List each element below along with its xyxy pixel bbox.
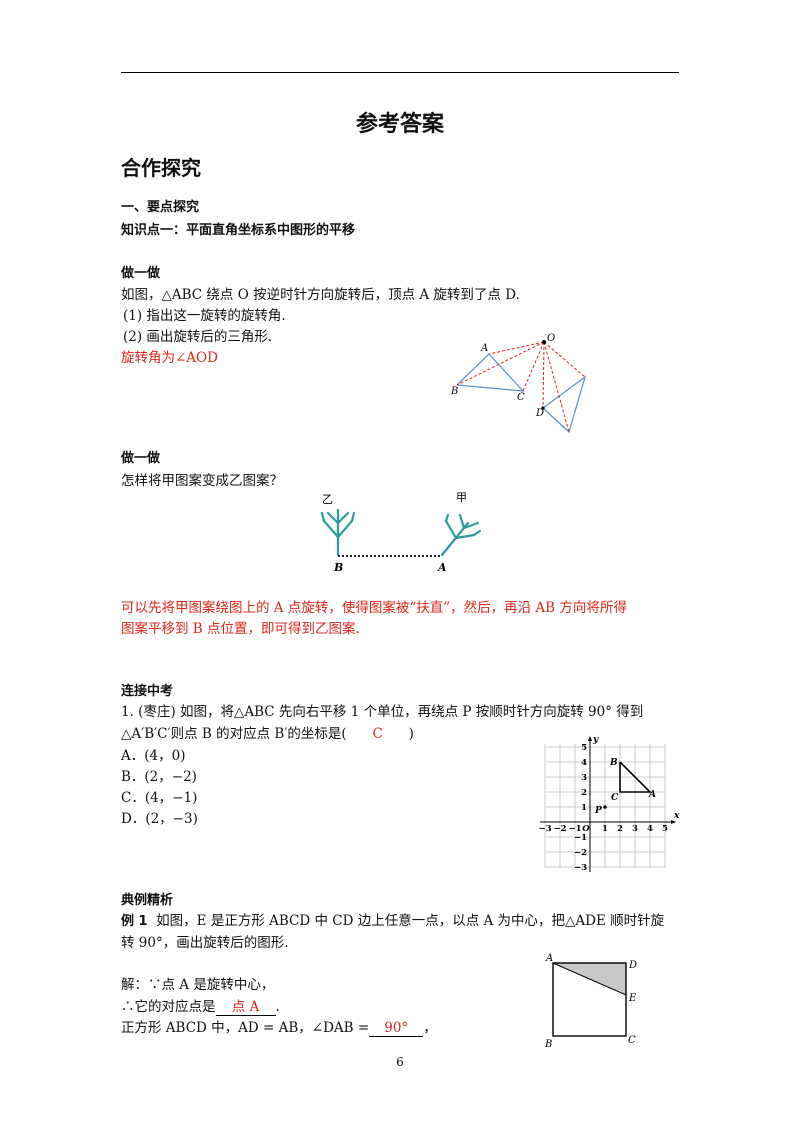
rotation-figure: O A B C D [450, 333, 587, 434]
option-b: B．(2，−2) [121, 769, 197, 785]
point-c-label: C [611, 793, 619, 803]
square-abcd [552, 962, 627, 1037]
dashed-rays [456, 341, 586, 433]
page-title: 参考答案 [355, 112, 444, 137]
lianjie-heading: 连接中考 [121, 684, 174, 699]
zuoyizuo-q2: (2) 画出旋转后的三角形. [123, 329, 273, 345]
solution-line2-pre: ∴它的对应点是 [121, 999, 216, 1015]
y-tick: −2 [574, 848, 587, 858]
tree-yi [320, 508, 356, 557]
x-tick: 3 [632, 824, 638, 834]
solution-line2: ∴它的对应点是点 A. [121, 995, 280, 1016]
zuoyizuo2-answer-line2: 图案平移到 B 点位置，即可得到乙图案. [121, 621, 360, 637]
solution-line3: 正方形 ABCD 中，AD = AB，∠DAB =90°， [121, 1016, 437, 1037]
y-tick: −3 [574, 863, 587, 873]
x-tick: −2 [553, 824, 566, 834]
point-p [603, 805, 607, 809]
x-tick: 5 [662, 824, 668, 834]
zuoyizuo-heading-1: 做一做 [121, 266, 161, 281]
x-tick: 2 [617, 824, 623, 834]
label-o: O [547, 333, 555, 344]
lianjie-question-line1: 1. (枣庄) 如图，将△ABC 先向右平移 1 个单位，再绕点 P 按顺时针方… [121, 704, 644, 720]
option-a: A．(4，0) [121, 748, 186, 764]
square-figure: A D E B C [544, 953, 637, 1050]
label-jia: 甲 [456, 491, 467, 504]
example-line1-text: 如图，E 是正方形 ABCD 中 CD 边上任意一点，以点 A 为中心，把△AD… [156, 913, 665, 929]
lianjie-question-line2-pre: △A′B′C′则点 B 的对应点 B′的坐标是( [121, 726, 347, 742]
knowledge-point-heading: 知识点一：平面直角坐标系中图形的平移 [121, 223, 356, 238]
zuoyizuo2-question: 怎样将甲图案变成乙图案？ [121, 473, 283, 489]
label-a: A [480, 343, 488, 354]
y-tick: −1 [574, 833, 587, 843]
x-tick: −1 [568, 824, 581, 834]
triangle-abc [456, 353, 525, 392]
zuoyizuo2-answer-line1: 可以先将甲图案绕图上的 A 点旋转，使得图案被“扶直”，然后，再沿 AB 方向将… [121, 600, 627, 616]
option-d: D．(2，−3) [121, 811, 198, 827]
label-yi: 乙 [322, 493, 333, 506]
lianjie-question-line2-post: ) [408, 726, 414, 742]
zuoyizuo-line1: 如图，△ABC 绕点 O 按逆时针方向旋转后，顶点 A 旋转到了点 D. [121, 287, 520, 303]
solution-line3-post: ， [423, 1020, 437, 1036]
part-heading: 一、要点探究 [121, 200, 200, 215]
lianjie-question-line2: △A′B′C′则点 B 的对应点 B′的坐标是( C) [121, 722, 414, 742]
x-tick-origin: O [582, 824, 590, 834]
label-d: D [535, 408, 544, 419]
label-c: C [517, 392, 525, 403]
zuoyizuo-answer: 旋转角为∠AOD [121, 350, 218, 366]
tree-figure: 乙 甲 B A [320, 491, 482, 574]
coordinate-grid-figure: x y −3 −2 −1 O 1 2 3 4 5 5 4 3 2 1 −1 −2… [538, 735, 680, 873]
example-label: 例 1 [121, 914, 148, 929]
zuoyizuo-heading-2: 做一做 [121, 451, 161, 466]
triangle-abc [619, 761, 652, 793]
y-tick: 2 [581, 788, 587, 798]
section-title: 合作探究 [121, 156, 201, 180]
label-a: A [545, 953, 553, 964]
label-d: D [628, 960, 637, 971]
example-line1: 例 1 如图，E 是正方形 ABCD 中 CD 边上任意一点，以点 A 为中心，… [121, 909, 664, 929]
example-heading: 典例精析 [121, 893, 174, 908]
label-b: B [544, 1039, 552, 1050]
solution-line3-pre: 正方形 ABCD 中，AD = AB，∠DAB = [121, 1020, 370, 1036]
y-tick: 3 [581, 773, 587, 783]
y-tick: 5 [581, 743, 587, 753]
lianjie-answer: C [372, 726, 383, 742]
label-a: A [437, 561, 447, 574]
point-p-label: P [594, 806, 602, 816]
x-tick: −3 [538, 824, 551, 834]
example-line2: 转 90°，画出旋转后的图形. [121, 935, 289, 951]
solution-line2-post: . [275, 999, 280, 1015]
header-rule [121, 72, 679, 73]
x-tick: 4 [647, 824, 653, 834]
x-label: x [673, 811, 680, 821]
x-tick: 1 [602, 824, 608, 834]
label-e: E [628, 993, 637, 1004]
solution-line1: 解：∵点 A 是旋转中心， [121, 977, 275, 993]
triangle-ade [552, 962, 627, 996]
point-a-label: A [648, 790, 656, 800]
label-b: B [333, 561, 343, 574]
triangle-rotated [542, 375, 587, 434]
y-tick: 1 [581, 803, 587, 813]
y-tick: 4 [581, 758, 587, 768]
y-label: y [592, 735, 599, 745]
label-c: C [628, 1035, 636, 1046]
point-b-label: B [609, 758, 618, 768]
tree-jia [440, 513, 482, 557]
zuoyizuo-q1: (1) 指出这一旋转的旋转角. [123, 308, 286, 324]
page-number: 6 [396, 1055, 404, 1069]
option-c: C．(4，−1) [121, 790, 198, 806]
solution-blank-point: 点 A [215, 995, 276, 1016]
solution-blank-angle: 90° [369, 1020, 424, 1037]
label-b: B [450, 386, 458, 397]
